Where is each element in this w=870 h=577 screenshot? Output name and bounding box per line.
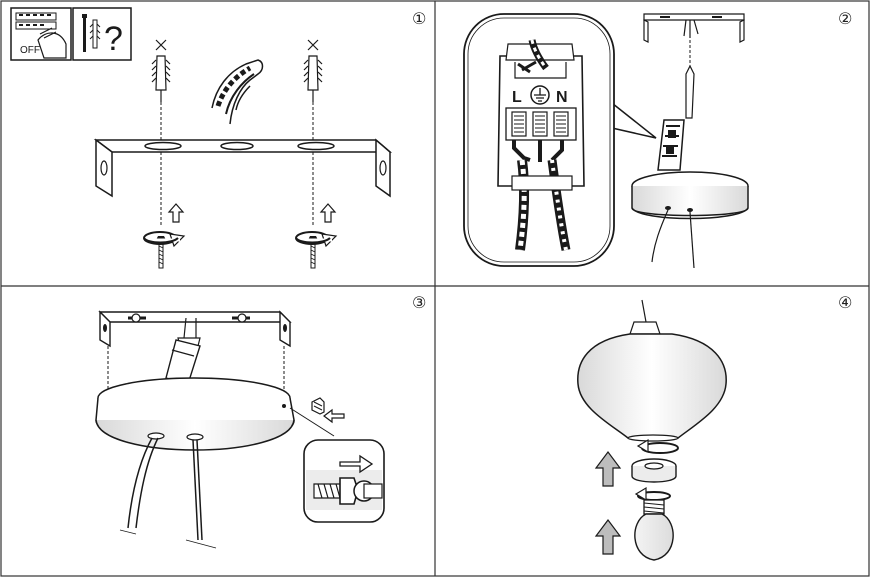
cable-icon <box>211 59 264 125</box>
rotate-arrow-icon <box>636 438 679 454</box>
panel-1-number: ① <box>412 9 426 28</box>
question-mark: ? <box>104 20 123 58</box>
up-arrow-icon <box>594 451 622 487</box>
lamp-ring <box>631 458 677 483</box>
ceiling-bracket <box>643 13 745 43</box>
ground-symbol-icon <box>530 85 550 105</box>
rotate-arrow-icon <box>634 486 671 502</box>
glass-shade <box>577 333 727 442</box>
power-off-icon: OFF <box>10 7 72 61</box>
canopy <box>95 377 295 451</box>
rotate-arrow-icon <box>142 230 186 248</box>
panel-3-number: ③ <box>412 293 426 312</box>
neutral-label: N <box>556 89 568 106</box>
canopy <box>631 171 749 220</box>
panel-4-number: ④ <box>838 293 852 312</box>
power-switch-label: OFF <box>20 45 40 56</box>
wiring-detail-callout: L N <box>463 13 657 267</box>
light-bulb-icon <box>634 499 674 561</box>
tools-required-icon: ? <box>72 7 132 61</box>
panel-2-number: ② <box>838 9 852 28</box>
live-label: L <box>512 89 522 106</box>
panel-1: ① OFF ? <box>10 7 426 269</box>
rotate-arrow-icon <box>294 230 338 248</box>
screw-anchor-icon <box>303 39 323 226</box>
screw-right <box>294 203 338 269</box>
mounting-bracket <box>93 138 393 198</box>
small-terminal-block <box>657 119 685 171</box>
side-screw <box>289 397 345 437</box>
panel-2: ② <box>463 9 852 269</box>
screw-anchor-icon <box>151 39 171 226</box>
ceiling-bracket <box>98 310 292 348</box>
panel-4: ④ <box>577 293 852 561</box>
panel-3: ③ <box>95 293 426 549</box>
up-arrow-icon <box>594 519 622 555</box>
screw-detail-callout <box>303 439 385 523</box>
screw-left <box>142 203 186 269</box>
screw-terminals <box>505 107 577 141</box>
